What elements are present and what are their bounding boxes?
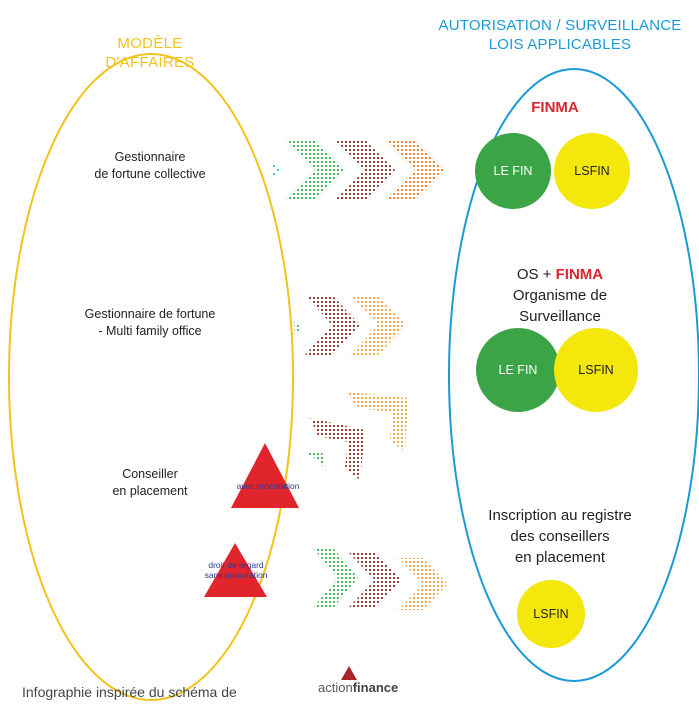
triangle-label-droit-line1: droit de regard <box>208 560 264 570</box>
actionfinance-logo: actionfinance <box>318 680 398 695</box>
warning-triangle-avec <box>231 443 299 508</box>
circle-lsfin-2 <box>554 328 638 412</box>
label-conseiller: Conseiller en placement <box>80 466 220 500</box>
os-line1: OS + FINMA <box>460 264 660 285</box>
chevron-green <box>313 548 358 608</box>
arrow-row-2 <box>290 295 406 355</box>
arrow-row-4 <box>313 548 448 610</box>
chevron-green-small <box>305 452 326 470</box>
circle-lefin-2 <box>476 328 560 412</box>
registre-block: Inscription au registre des conseillers … <box>450 505 670 568</box>
chevron-orange <box>398 558 448 610</box>
triangle-label-droit-line2: sans procuration <box>204 570 268 580</box>
label-line: en placement <box>112 484 188 498</box>
chevron-brown <box>335 140 395 200</box>
os-line2: Organisme de <box>512 287 608 304</box>
business-model-ellipse <box>8 53 294 701</box>
label-line: Conseiller <box>122 467 178 481</box>
chevron-brown <box>310 418 365 480</box>
chevron-orange <box>348 392 408 452</box>
actionfinance-logo-icon <box>341 666 357 680</box>
arrow-row-3 <box>305 392 408 480</box>
circle-lsfin-1 <box>554 133 630 209</box>
os-line3: Surveillance <box>519 308 601 325</box>
circle-label-lefin-2: LE FIN <box>498 363 538 377</box>
circle-label-lsfin-2: LSFIN <box>578 363 614 377</box>
label-line: Gestionnaire <box>114 150 186 164</box>
arrow-row-1 <box>270 140 445 200</box>
chevron-orange <box>350 295 406 355</box>
footer-credit: Infographie inspirée du schéma de <box>22 684 237 700</box>
os-finma: FINMA <box>555 266 604 283</box>
os-prefix: OS + <box>516 266 556 283</box>
os-block: OS + FINMA Organisme de Surveillance <box>460 264 660 327</box>
header-authorization: AUTORISATION / SURVEILLANCE LOIS APPLICA… <box>410 16 699 54</box>
brand-part2: finance <box>352 680 399 695</box>
chevron-brown <box>305 295 360 355</box>
chevron-orange <box>385 140 445 200</box>
circle-lsfin-3 <box>517 580 585 648</box>
registre-line2: des conseillers <box>510 528 610 545</box>
finma-title: FINMA <box>531 99 579 116</box>
chevron-green-small <box>290 320 302 336</box>
label-gestionnaire-collective: Gestionnaire de fortune collective <box>60 149 240 183</box>
registre-line1: Inscription au registre <box>488 507 632 524</box>
header-left-line1: MODÈLE <box>117 35 183 52</box>
label-line: - Multi family office <box>98 324 202 338</box>
label-line: Gestionnaire de fortune <box>84 307 216 321</box>
triangle-label-droit: droit de regard sans procuration <box>182 560 290 580</box>
triangle-label-avec: avec procuration <box>236 481 300 491</box>
header-business-model: MODÈLE D'AFFAIRES <box>70 34 230 72</box>
registre-line3: en placement <box>514 549 606 566</box>
circle-label-lefin-1: LE FIN <box>493 164 533 178</box>
label-gestionnaire-mfo: Gestionnaire de fortune - Multi family o… <box>50 306 250 340</box>
brand-part1: action <box>318 680 353 695</box>
header-right-line1: AUTORISATION / SURVEILLANCE <box>438 17 682 34</box>
circle-label-lsfin-3: LSFIN <box>533 607 569 621</box>
circle-lefin-1 <box>475 133 551 209</box>
chevron-teal <box>270 162 282 178</box>
circle-label-lsfin-1: LSFIN <box>574 164 610 178</box>
chevron-brown <box>348 552 402 608</box>
authorization-ellipse <box>448 68 699 682</box>
warning-triangle-droit <box>204 543 267 597</box>
header-right-line2: LOIS APPLICABLES <box>488 36 632 53</box>
chevron-green <box>285 140 345 200</box>
header-left-line2: D'AFFAIRES <box>105 54 195 71</box>
label-line: de fortune collective <box>94 167 206 181</box>
